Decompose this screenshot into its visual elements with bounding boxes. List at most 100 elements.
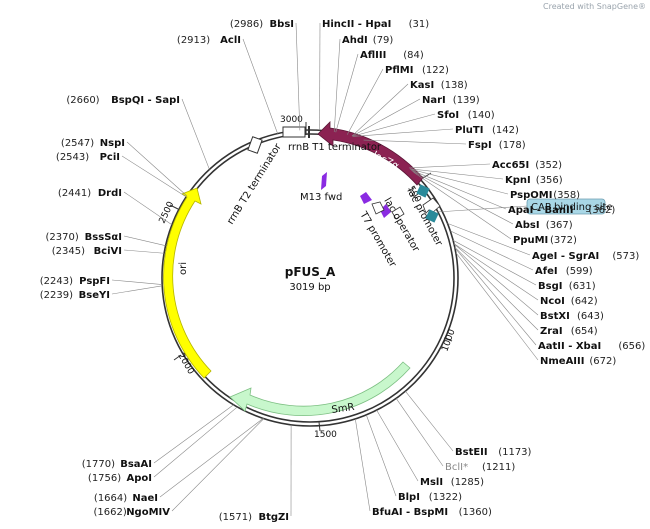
site-pos-left-11: (1756) [88, 473, 121, 484]
site-label-left-10: BsaAI [120, 459, 152, 470]
site-pos-left-1: (2913) [177, 35, 210, 46]
feature-label-M13-fwd: M13 fwd [300, 192, 342, 203]
feature-label-rrnB-T1: rrnB T1 terminator [288, 142, 382, 153]
site-pos-left-5: (2441) [58, 188, 91, 199]
site-pos-left-3: (2547) [61, 138, 94, 149]
site-label-6: SfoI [437, 110, 459, 121]
site-label-left-8: PspFI [79, 276, 110, 287]
site-label-15: AgeI - SgrAI [532, 251, 599, 262]
site-pos-24: (1211) [482, 462, 515, 473]
leader-right-12 [411, 169, 507, 210]
leader-right-26 [366, 414, 397, 497]
leader-left-3 [126, 141, 188, 197]
leader-left-10 [153, 404, 234, 464]
site-label-16: AfeI [535, 266, 558, 277]
site-label-17: BsgI [538, 281, 562, 292]
feature-lac-operator [391, 206, 405, 220]
leader-left-6 [123, 235, 166, 246]
leader-right-23 [405, 390, 454, 452]
leader-right-25 [376, 409, 419, 482]
site-label-13: AbsI [515, 220, 540, 231]
feature-T7-promoter [371, 201, 385, 215]
leader-right-10 [409, 168, 504, 180]
site-label-5: NarI [422, 95, 446, 106]
leader-left-8 [111, 279, 163, 285]
leader-left-12 [159, 418, 264, 498]
site-label-19: BstXI [540, 311, 570, 322]
site-label-24: BclI* [445, 462, 468, 473]
leader-right-20 [454, 246, 539, 331]
site-label-14: PpuMI [513, 235, 548, 246]
site-pos-left-13: (1662) [94, 507, 127, 518]
site-pos-8: (178) [499, 140, 526, 151]
site-label-20: ZraI [540, 326, 563, 337]
site-pos-left-4: (2543) [56, 152, 89, 163]
site-label-4: KasI [410, 80, 434, 91]
feature-rrnB-T2 [247, 136, 263, 154]
site-labels: HincII - HpaI(31)AhdI(79)AflIII(84)PflMI… [40, 19, 646, 523]
leader-left-7 [123, 249, 165, 254]
leader-right-5 [352, 98, 421, 137]
site-label-23: BstEII [455, 447, 488, 458]
leader-right-7 [353, 128, 454, 137]
leader-left-4 [121, 155, 187, 198]
leader-right-9 [408, 163, 491, 169]
site-label-left-2: BspQI - SapI [111, 95, 180, 106]
leader-right-13 [412, 170, 514, 225]
site-pos-13: (367) [546, 220, 573, 231]
tick-3000: 3000 [280, 115, 303, 125]
site-label-21: AatII - XbaI [538, 341, 601, 352]
site-pos-15: (573) [612, 251, 639, 262]
leader-right-11 [410, 168, 509, 195]
leader-left-2 [181, 98, 210, 170]
leader-right-15 [447, 223, 531, 256]
site-pos-left-0: (2986) [230, 19, 263, 30]
site-label-left-3: NspI [100, 138, 125, 149]
leader-right-21 [454, 247, 537, 346]
primer-1 [360, 192, 372, 204]
site-pos-25: (1285) [451, 477, 484, 488]
site-label-2: AflIII [360, 50, 386, 61]
site-pos-18: (642) [571, 296, 598, 307]
leader-right-18 [453, 243, 539, 301]
site-label-left-4: PciI [100, 152, 120, 163]
plasmid-name: pFUS_A [285, 265, 336, 280]
site-pos-19: (643) [577, 311, 604, 322]
site-pos-left-14: (1571) [219, 512, 252, 523]
site-label-left-9: BseYI [79, 290, 110, 301]
site-label-10: KpnI [505, 175, 531, 186]
site-pos-26: (1322) [429, 492, 462, 503]
leader-right-6 [352, 113, 436, 137]
plasmid-size: 3019 bp [289, 282, 330, 293]
feature-SmR [229, 361, 411, 417]
site-label-left-14: BtgZI [258, 512, 289, 523]
leader-right-17 [452, 240, 537, 286]
leader-right-4 [351, 83, 409, 137]
site-label-0: HincII - HpaI [322, 19, 391, 30]
site-pos-22: (672) [589, 356, 616, 367]
feature-ori [163, 187, 212, 379]
site-pos-11: (358) [553, 190, 580, 201]
site-pos-2: (84) [403, 50, 424, 61]
site-pos-20: (654) [571, 326, 598, 337]
leader-right-1 [333, 38, 341, 133]
leader-right-14 [413, 171, 512, 240]
site-label-left-13: NgoMIV [126, 507, 170, 518]
leader-right-27 [355, 418, 371, 512]
site-label-22: NmeAIII [540, 356, 584, 367]
cap-leader [436, 205, 528, 213]
leader-right-19 [453, 243, 539, 316]
leader-right-8 [363, 139, 467, 145]
primer-M13-fwd [321, 172, 327, 190]
site-pos-left-7: (2345) [52, 246, 85, 257]
site-pos-3: (122) [422, 65, 449, 76]
site-pos-0: (31) [409, 19, 430, 30]
leader-left-5 [123, 191, 173, 226]
leader-left-1 [242, 38, 278, 134]
feature-label-ori: ori [178, 262, 189, 275]
site-label-left-1: AclI [220, 35, 241, 46]
feature-CAP-box-2 [425, 209, 439, 223]
tick-1500: 1500 [314, 430, 337, 440]
site-pos-9: (352) [535, 160, 562, 171]
